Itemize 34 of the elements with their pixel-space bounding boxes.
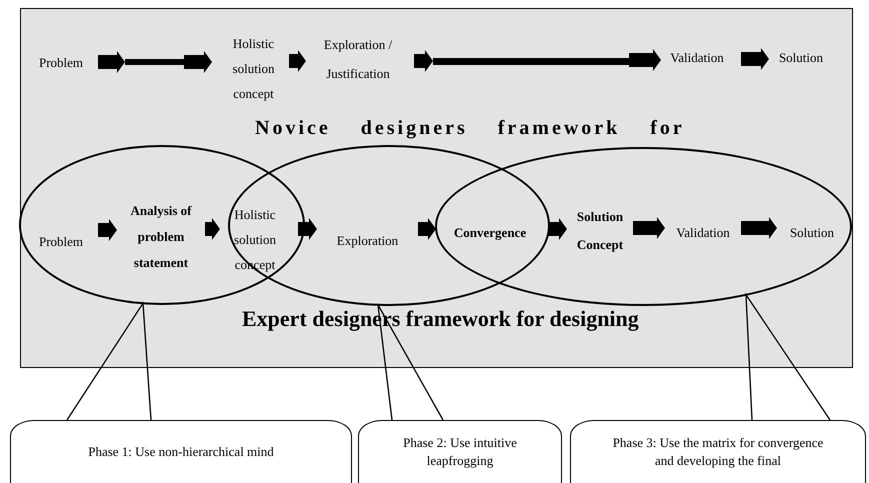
framework-title: Novice designers framework for	[255, 117, 685, 140]
block-arrow	[98, 219, 117, 241]
block-arrow	[289, 50, 306, 72]
thick-bar	[125, 59, 184, 65]
phase-callout: Phase 3: Use the matrix for convergence and developing the final	[570, 420, 866, 483]
step-label: Solution Concept	[567, 203, 633, 259]
step-label: Exploration / Justification	[306, 30, 414, 88]
block-arrow	[98, 51, 125, 73]
step-label: Problem	[30, 51, 98, 75]
block-arrow	[414, 50, 433, 72]
block-arrow	[418, 218, 436, 240]
step-label: Solution	[769, 46, 833, 70]
phase-callout: Phase 1: Use non-hierarchical mind	[10, 420, 352, 483]
step-label: Exploration	[317, 228, 418, 254]
step-label: Validation	[665, 220, 741, 246]
block-arrow	[633, 217, 665, 239]
phase-ellipse	[228, 145, 550, 306]
phase-callout: Phase 2: Use intuitive leapfrogging	[358, 420, 562, 483]
step-label: Holistic solution concept	[212, 30, 289, 106]
thick-bar	[433, 58, 629, 65]
phase-ellipse	[435, 147, 852, 306]
block-arrow	[298, 218, 317, 240]
step-label: Problem	[30, 230, 98, 254]
step-label: Solution	[777, 220, 847, 246]
block-arrow	[548, 218, 567, 240]
block-arrow	[741, 48, 769, 70]
phase-ellipse	[19, 145, 305, 305]
block-arrow	[205, 218, 220, 240]
step-label: Validation	[661, 46, 741, 70]
step-label: Convergence	[426, 220, 548, 246]
block-arrow	[741, 217, 777, 239]
block-arrow	[184, 51, 212, 73]
step-label: Analysis of problem statement	[117, 198, 205, 276]
block-arrow	[629, 49, 661, 71]
